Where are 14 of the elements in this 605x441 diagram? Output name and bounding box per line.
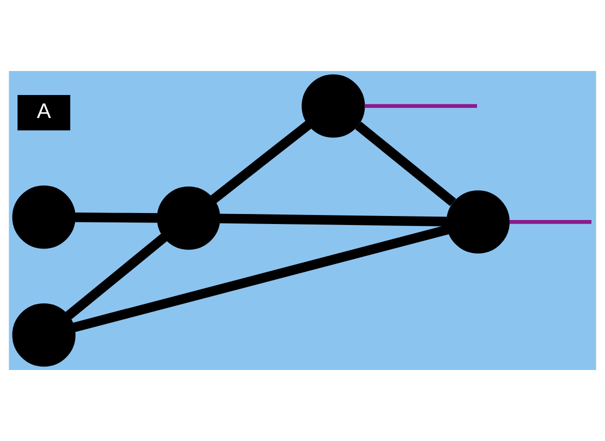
connector — [364, 104, 477, 108]
label: A — [36, 100, 51, 124]
node-circle — [446, 190, 510, 254]
connector — [75, 212, 158, 223]
connector — [355, 122, 456, 206]
connector — [65, 234, 168, 320]
connector — [72, 225, 449, 332]
connector — [210, 121, 312, 204]
node-circle — [156, 186, 220, 250]
node-circle — [12, 303, 76, 367]
node-circle — [302, 74, 365, 138]
connector — [220, 214, 447, 226]
node-circle — [12, 186, 76, 249]
connector — [509, 220, 592, 224]
